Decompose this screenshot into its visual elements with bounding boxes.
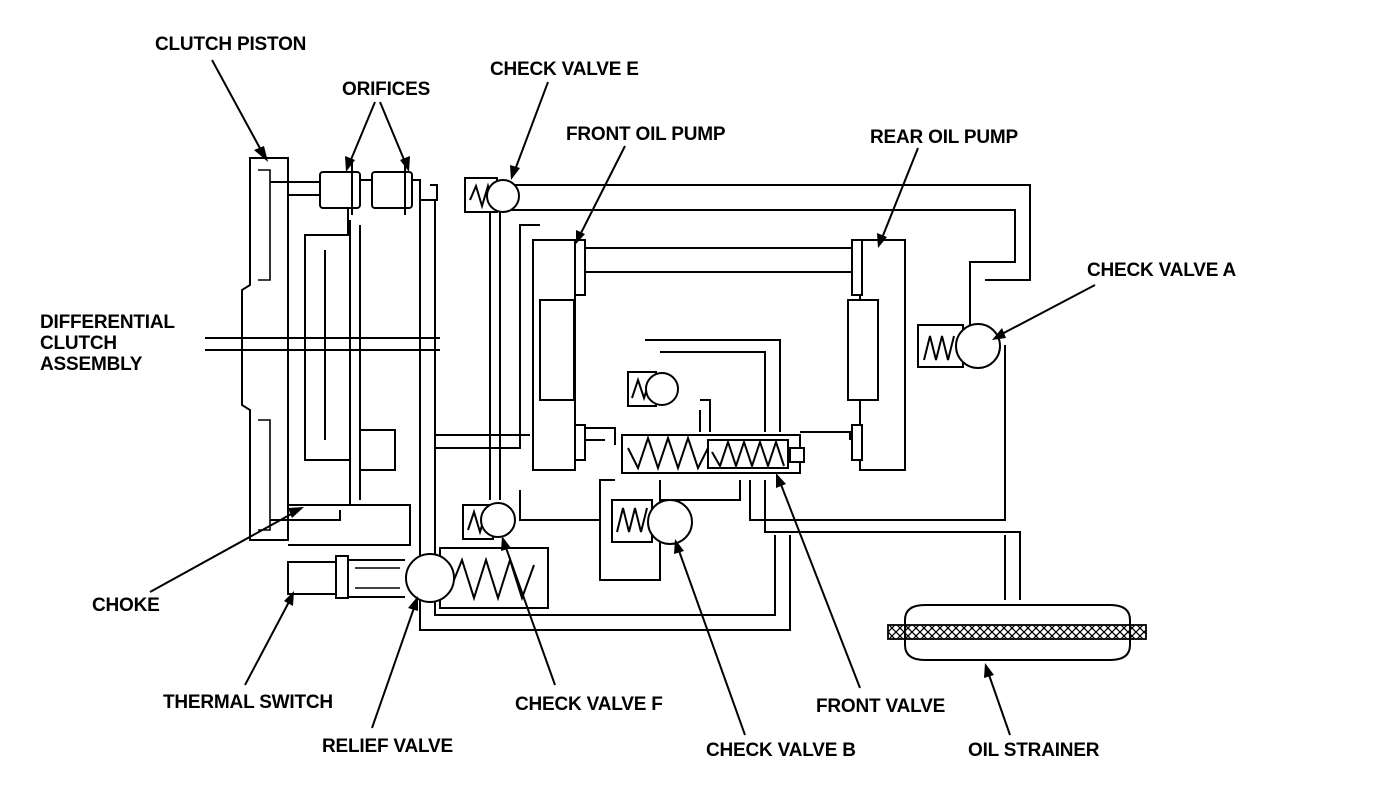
check-valve-e xyxy=(464,177,520,213)
check-valve-upper xyxy=(627,371,679,407)
label-thermal-switch: THERMAL SWITCH xyxy=(163,692,333,713)
differential-clutch-assembly xyxy=(205,157,440,546)
label-clutch: CLUTCH xyxy=(40,333,117,354)
label-differential: DIFFERENTIAL xyxy=(40,312,175,333)
relief-valve xyxy=(344,547,549,609)
check-valve-f xyxy=(462,502,516,540)
label-rear-oil-pump: REAR OIL PUMP xyxy=(870,127,1019,148)
label-check-valve-a: CHECK VALVE A xyxy=(1087,260,1237,281)
label-front-valve: FRONT VALVE xyxy=(816,696,945,717)
label-relief-valve: RELIEF VALVE xyxy=(322,736,453,757)
check-valve-a xyxy=(917,323,1001,369)
oil-passages xyxy=(419,184,1031,631)
labels: CLUTCH PISTON ORIFICES CHECK VALVE E FRO… xyxy=(40,34,1237,761)
label-front-oil-pump: FRONT OIL PUMP xyxy=(566,124,726,145)
thermal-switch xyxy=(287,555,349,599)
label-choke: CHOKE xyxy=(92,595,160,616)
front-valve xyxy=(621,434,805,474)
label-check-valve-b: CHECK VALVE B xyxy=(706,740,856,761)
label-clutch-piston: CLUTCH PISTON xyxy=(155,34,306,55)
label-check-valve-e: CHECK VALVE E xyxy=(490,59,639,80)
check-valve-b xyxy=(611,499,693,545)
front-oil-pump xyxy=(532,239,586,471)
label-assembly: ASSEMBLY xyxy=(40,354,143,375)
rear-oil-pump xyxy=(847,239,906,471)
label-orifices: ORIFICES xyxy=(342,79,430,100)
oil-strainer xyxy=(887,604,1147,661)
leader-lines xyxy=(149,59,1096,736)
label-oil-strainer: OIL STRAINER xyxy=(968,740,1100,761)
label-check-valve-f: CHECK VALVE F xyxy=(515,694,663,715)
